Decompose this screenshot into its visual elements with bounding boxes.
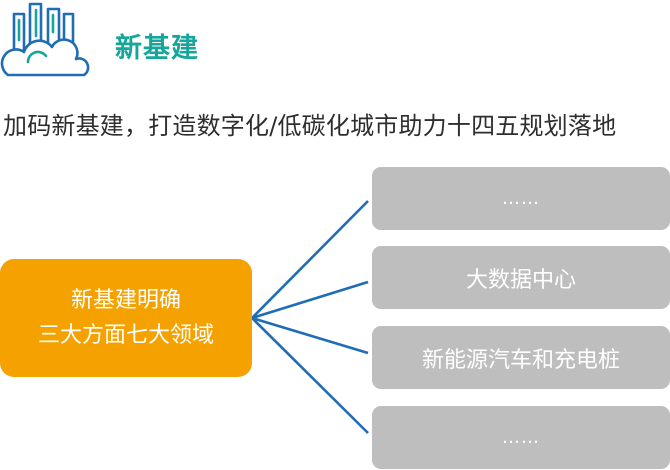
connector-to-branch-4 xyxy=(251,317,369,434)
branch-label-2: 大数据中心 xyxy=(465,267,576,293)
subtitle: 加码新基建，打造数字化/低碳化城市助力十四五规划落地 xyxy=(3,112,617,140)
connector-to-branch-2 xyxy=(251,280,369,320)
main-node-line-2: 三大方面七大领域 xyxy=(37,323,214,348)
connector-to-branch-3 xyxy=(251,316,369,355)
city-cloud-icon xyxy=(0,2,90,77)
branch-label-1: …… xyxy=(502,188,540,209)
branch-node-2: 大数据中心 xyxy=(372,246,670,309)
main-node-line-1: 新基建明确 xyxy=(70,288,181,313)
branch-label-4: …… xyxy=(502,427,540,448)
main-node: 新基建明确 三大方面七大领域 xyxy=(0,259,252,377)
branch-node-1: …… xyxy=(372,167,670,230)
connector-to-branch-1 xyxy=(251,200,369,319)
page-title: 新基建 xyxy=(115,33,199,64)
branch-label-3: 新能源汽车和充电桩 xyxy=(421,347,620,373)
branch-node-4: …… xyxy=(372,406,670,469)
branch-node-3: 新能源汽车和充电桩 xyxy=(372,326,670,389)
